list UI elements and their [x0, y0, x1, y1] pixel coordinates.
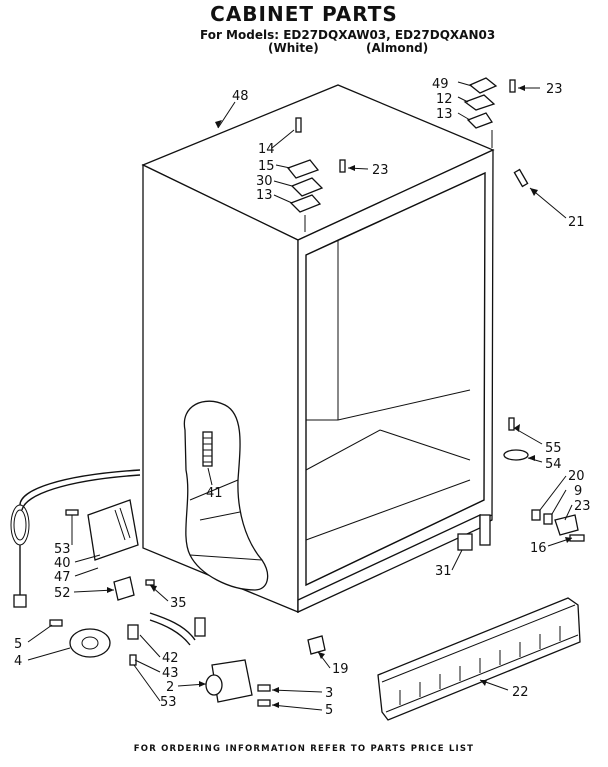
part-label: 23: [546, 82, 563, 97]
ordering-footer-note: FOR ORDERING INFORMATION REFER TO PARTS …: [133, 744, 475, 754]
part-label: 35: [170, 596, 187, 611]
cabinet-shell: [141, 84, 495, 614]
part-label: 23: [372, 163, 389, 178]
part-label: 53: [160, 695, 177, 710]
part-label: 21: [568, 215, 585, 230]
toe-grille-part-22: [377, 597, 581, 721]
part-label: 48: [232, 89, 249, 104]
part-label: 47: [54, 570, 71, 585]
part-label: 52: [54, 586, 71, 601]
variant-white: (White): [268, 41, 319, 55]
part-label: 22: [512, 685, 529, 700]
part-label: 41: [206, 486, 223, 501]
part-label: 23: [574, 499, 591, 514]
part-label: 2: [166, 680, 174, 695]
part-label: 49: [432, 77, 449, 92]
right-hinge-assembly: [463, 77, 529, 188]
center-hinge-assembly: [286, 117, 346, 232]
part-label: 42: [162, 651, 179, 666]
right-side-parts: [457, 417, 585, 551]
part-label: 5: [325, 703, 333, 718]
part-label: 13: [256, 188, 273, 203]
part-label: 12: [436, 92, 453, 107]
part-label: 9: [574, 484, 582, 499]
part-label: 31: [435, 564, 452, 579]
part-label: 55: [545, 441, 562, 456]
part-label: 20: [568, 469, 585, 484]
leader-arrowheads: [107, 85, 572, 708]
part-label: 40: [54, 556, 71, 571]
part-label: 30: [256, 174, 273, 189]
leader-lines: [27, 81, 573, 711]
part-label: 43: [162, 666, 179, 681]
part-label: 16: [530, 541, 547, 556]
part-label: 5: [14, 637, 22, 652]
part-label: 3: [325, 686, 333, 701]
drain-tube-part-41: [202, 431, 213, 467]
variant-almond: (Almond): [366, 41, 429, 55]
left-side-parts: [10, 469, 326, 707]
part-label: 15: [258, 159, 275, 174]
part-label: 53: [54, 542, 71, 557]
diagram-title: CABINET PARTS: [210, 2, 398, 26]
model-numbers: For Models: ED27DQXAW03, ED27DQXAN03: [200, 28, 496, 42]
part-number-labels: 48 49 12 13 23 14 15 30 13 23 21 41 55 5…: [14, 77, 591, 718]
part-label: 14: [258, 142, 275, 157]
part-label: 13: [436, 107, 453, 122]
part-label: 19: [332, 662, 349, 677]
part-label: 54: [545, 457, 562, 472]
part-label: 4: [14, 654, 22, 669]
